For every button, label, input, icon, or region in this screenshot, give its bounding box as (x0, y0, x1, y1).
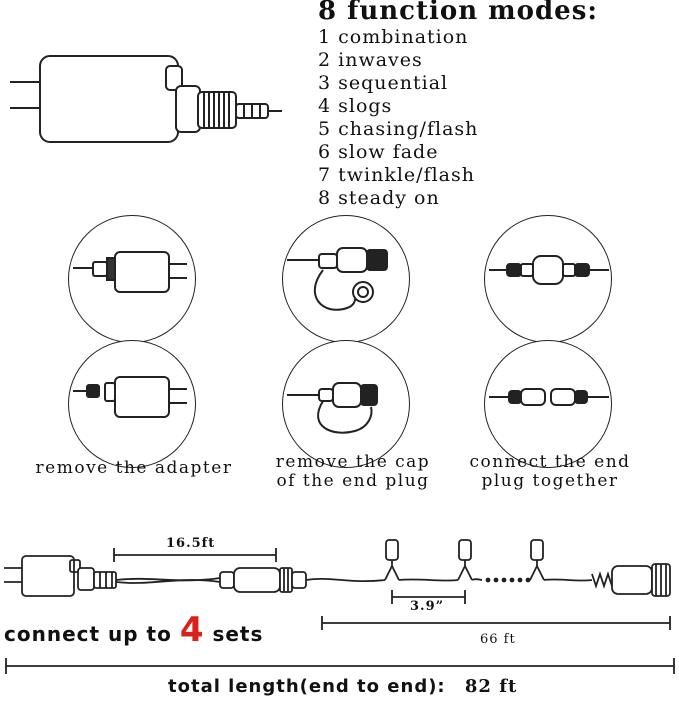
step1-caption-line1: remove the adapter (35, 458, 233, 478)
bulb-spacing-label: 3.9” (410, 599, 445, 614)
step1-caption: remove the adapter (24, 459, 244, 478)
step2-caption: remove the cap of the end plug (258, 453, 448, 491)
step2-after-circle (282, 340, 410, 468)
mode-item: 5 chasing/flash (318, 118, 479, 140)
step3-after-circle (484, 340, 612, 468)
step1-before-circle (68, 215, 196, 343)
connect-prefix: connect up to (4, 622, 172, 646)
connect-sets-label: connect up to 4 sets (4, 610, 263, 650)
total-value: 82 ft (464, 676, 518, 697)
step3-caption-line2: plug together (481, 471, 619, 491)
mode-item: 7 twinkle/flash (318, 164, 475, 186)
mode-item: 6 slow fade (318, 141, 439, 163)
connect-suffix: sets (212, 622, 264, 646)
power-adapter-illustration (10, 55, 282, 143)
modes-list: 1 combination 2 inwaves 3 sequential 4 s… (318, 26, 478, 210)
adapter-plugged-icon (73, 251, 187, 293)
modes-title: 8 function modes: (318, 0, 598, 26)
string-light-diagram (4, 539, 675, 674)
mode-item: 1 combination (318, 26, 469, 48)
total-length-label: total length(end to end): 82 ft (168, 676, 517, 697)
step1-after-circle (68, 340, 196, 468)
step2-caption-line1: remove the cap (275, 452, 431, 472)
plugs-separated-icon (489, 388, 609, 406)
mode-item: 4 slogs (318, 95, 393, 117)
step2-caption-line2: of the end plug (276, 471, 430, 491)
lead-cable-length: 16.5ft (166, 536, 216, 551)
step3-caption: connect the end plug together (450, 453, 650, 491)
mode-item: 2 inwaves (318, 49, 423, 71)
step2-before-circle (282, 215, 410, 343)
step3-caption-line1: connect the end (469, 452, 631, 472)
connect-count: 4 (179, 610, 205, 650)
plugs-connected-icon (489, 255, 609, 285)
step3-before-circle (484, 215, 612, 343)
adapter-removed-icon (73, 376, 187, 418)
cap-removed-icon (287, 382, 378, 434)
total-label: total length(end to end): (168, 676, 446, 697)
string-length-label: 66 ft (480, 632, 516, 647)
mode-item: 3 sequential (318, 72, 449, 94)
mode-item: 8 steady on (318, 187, 440, 209)
end-plug-capped-icon (287, 247, 388, 311)
